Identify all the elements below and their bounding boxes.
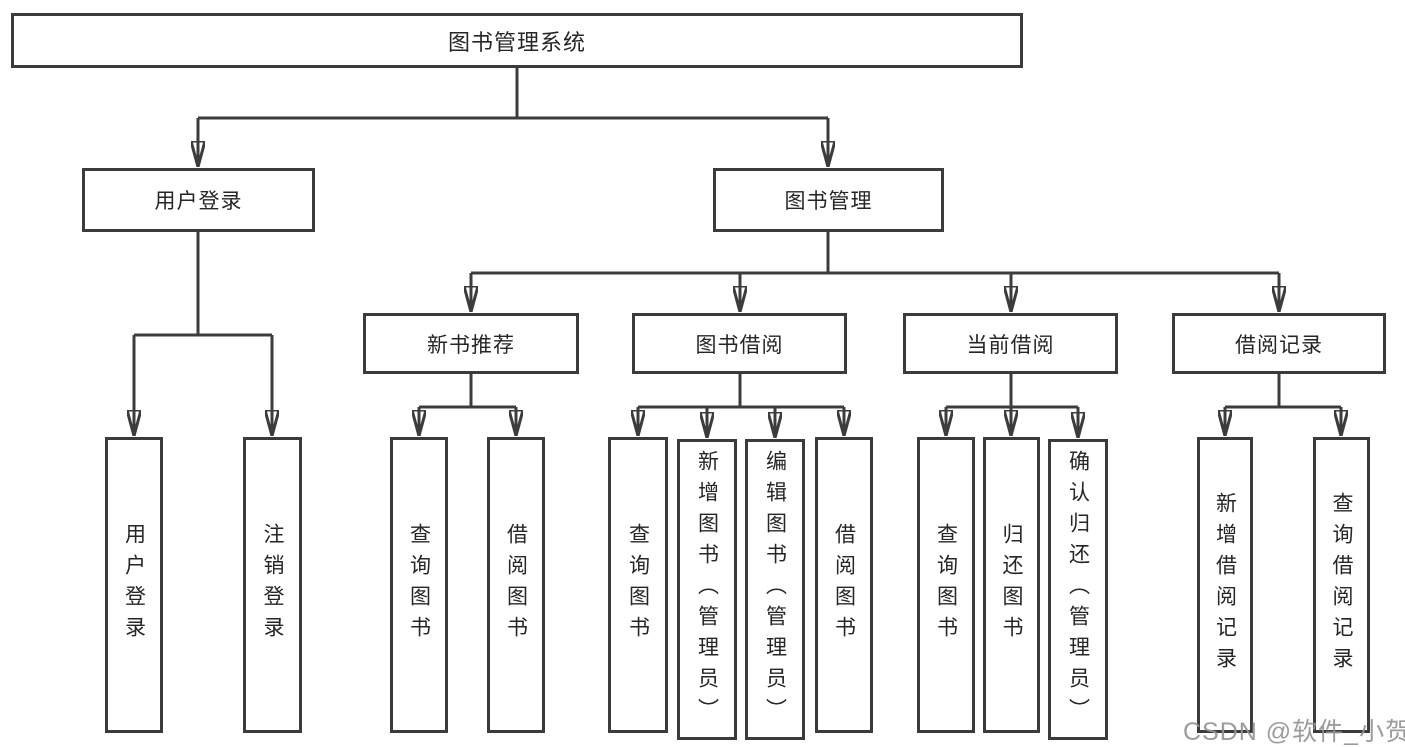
leaf-query-books-borrowing: 查询图书	[608, 437, 668, 733]
node-book-management: 图书管理	[713, 168, 944, 232]
connector-book-management-split	[471, 232, 1279, 275]
node-borrowing-records: 借阅记录	[1172, 313, 1386, 374]
leaf-logout: 注销登录	[243, 437, 302, 733]
leaf-edit-book-admin: 编辑图书（管理员）	[745, 439, 805, 740]
connector-book-borrowing-split	[638, 374, 844, 409]
leaf-return-books: 归还图书	[983, 437, 1040, 733]
leaf-query-books-recommend: 查询图书	[390, 437, 448, 733]
connector-current-borrowing-split	[946, 374, 1078, 409]
connector-user-login-split	[134, 232, 272, 337]
leaf-user-login: 用户登录	[105, 437, 163, 733]
leaf-borrow-books-recommend: 借阅图书	[487, 437, 545, 733]
node-book-borrowing: 图书借阅	[632, 313, 847, 374]
connector-new-book-recommend-split	[419, 374, 516, 409]
leaf-query-books-current: 查询图书	[917, 437, 975, 733]
node-new-book-recommend: 新书推荐	[363, 313, 579, 374]
leaf-confirm-return-admin: 确认归还（管理员）	[1048, 439, 1108, 740]
node-library-system: 图书管理系统	[11, 13, 1023, 68]
leaf-query-borrow-record: 查询借阅记录	[1313, 437, 1370, 733]
leaf-add-book-admin: 新增图书（管理员）	[677, 439, 737, 740]
leaf-borrow-books-borrowing: 借阅图书	[815, 437, 873, 733]
csdn-watermark: CSDN @软件_小贺同学	[1183, 718, 1405, 746]
node-current-borrowing: 当前借阅	[903, 313, 1118, 374]
connector-root-split	[198, 68, 828, 120]
connector-borrowing-records-split	[1225, 374, 1341, 409]
leaf-add-borrow-record: 新增借阅记录	[1197, 437, 1253, 733]
node-user-login: 用户登录	[82, 168, 315, 232]
